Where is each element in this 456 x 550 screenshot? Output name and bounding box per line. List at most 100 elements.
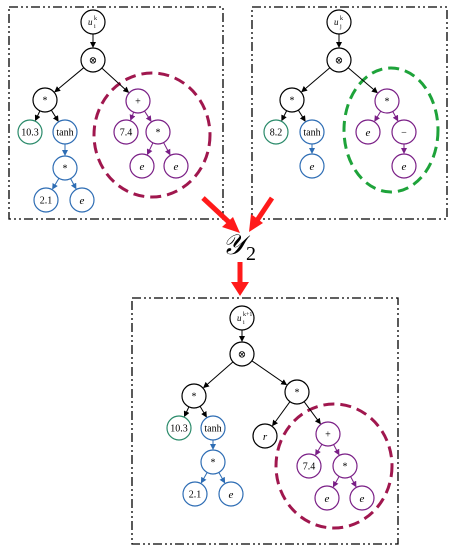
child-node-label: * [211, 458, 216, 469]
parent1-frame [8, 6, 224, 220]
parent2-root-base: u [334, 17, 339, 27]
parent1-edge [146, 142, 154, 156]
child-node-circle [252, 423, 278, 449]
child-root-base: u [237, 313, 242, 323]
parent1-root-sup: k [94, 16, 97, 22]
crossover-arrows [201, 196, 275, 296]
parent1-node-label: 7.4 [120, 128, 133, 139]
parent2-node-tanh: tanh [299, 119, 325, 145]
child-node-e1: e [218, 481, 244, 507]
parent1-subtree-highlight [92, 71, 212, 199]
child-node-circle [218, 481, 244, 507]
parent2-node-circle [299, 119, 325, 145]
parent1-node-e3: e [163, 153, 189, 179]
parent1-node-tanh: tanh [52, 119, 78, 145]
child-node-circle [166, 415, 192, 441]
parent1-node-circle [80, 47, 106, 73]
parent1-node-circle [52, 119, 78, 145]
parent2-edge [392, 111, 399, 122]
child-node-label: tanh [204, 424, 221, 435]
parent1-node-label: e [140, 161, 145, 173]
parent2-node-label: * [385, 97, 390, 108]
parent1-node-label: 10.3 [21, 128, 39, 139]
parent2-root-sup: k [340, 16, 343, 22]
parent1-node-smul: * [145, 119, 171, 145]
parent2-frame [251, 6, 448, 220]
parent1-edge [129, 112, 136, 121]
parent2-node-circle [299, 153, 325, 179]
child-node-circle [229, 305, 255, 331]
child-node-label: * [192, 392, 197, 403]
parent2-edge [347, 67, 378, 94]
child-node-circle [200, 449, 226, 475]
child-node-plus: + [315, 421, 341, 447]
child-node-circle [332, 453, 358, 479]
parent2-node-circle [391, 119, 417, 145]
child-node-tanh: tanh [200, 415, 226, 441]
child-root-sup: k+1 [243, 312, 252, 318]
parent1-node-e2: e [129, 153, 155, 179]
parent2-node-combine: ⊗ [326, 47, 352, 73]
parent2-node-e2: e [355, 119, 381, 145]
parent2-node-label: e [310, 161, 315, 173]
child-edge [333, 444, 340, 456]
parent1-node-e1: e [69, 187, 95, 213]
child-node-label: + [325, 430, 331, 441]
parent2-node-e3: e [391, 153, 417, 179]
parent2-node-label: 8.2 [270, 128, 283, 139]
parent2-node-label: ⊗ [335, 56, 343, 67]
child-node-label: e [325, 493, 330, 505]
child-node-label: r [263, 431, 268, 443]
child-node-e3: e [349, 485, 375, 511]
child-edge [199, 406, 207, 418]
parent1-node-plus: + [125, 88, 151, 114]
parent2-node-label: e [402, 161, 407, 173]
parent2-node-mul: * [374, 88, 400, 114]
parent1-node-c2: 2.1 [33, 187, 59, 213]
parent1-edge [144, 110, 152, 122]
child-edge [183, 406, 190, 418]
parent1-node-circle [163, 153, 189, 179]
parent2-node-circle [374, 88, 400, 114]
parent1-edge [101, 67, 130, 93]
child-node-circle [284, 379, 310, 405]
child-node-label: e [229, 489, 234, 501]
child-node-label: e [360, 493, 365, 505]
parent1-node-label: e [80, 195, 85, 207]
parent2-edge [301, 67, 331, 93]
parent2-node-e1: e [299, 153, 325, 179]
parent1-node-lmul: * [32, 87, 58, 113]
child-edge [200, 472, 208, 484]
operator-subscript: 2 [246, 243, 256, 265]
parent2-node-label: e [366, 127, 371, 139]
child-node-circle [349, 485, 375, 511]
parent2-node-label: − [401, 128, 407, 139]
child-edge [218, 472, 226, 484]
parent2-node-circle [263, 119, 289, 145]
child-node-label: 2.1 [189, 490, 202, 501]
child-edge [303, 401, 321, 425]
child-edge [203, 361, 234, 389]
parent1-node-imul: * [52, 155, 78, 181]
parent1-node-c3: 7.4 [113, 119, 139, 145]
child-node-rmul: * [284, 379, 310, 405]
parent1-node-circle [33, 187, 59, 213]
child-node-circle [182, 481, 208, 507]
parent1-root-base: u [88, 17, 93, 27]
child-node-label: * [295, 388, 300, 399]
parent1-node-label: tanh [56, 128, 73, 139]
child-node-circle [200, 415, 226, 441]
child-node-c1: 10.3 [166, 415, 192, 441]
parent2-node-minus: − [391, 119, 417, 145]
parent2-node-lmul: * [279, 87, 305, 113]
parent2-node-circle [326, 47, 352, 73]
parent2-edge [297, 109, 306, 122]
child-root-sub: i [243, 320, 245, 326]
parent1-node-circle [80, 9, 106, 35]
child-edge [332, 476, 340, 488]
child-node-c2: 2.1 [182, 481, 208, 507]
